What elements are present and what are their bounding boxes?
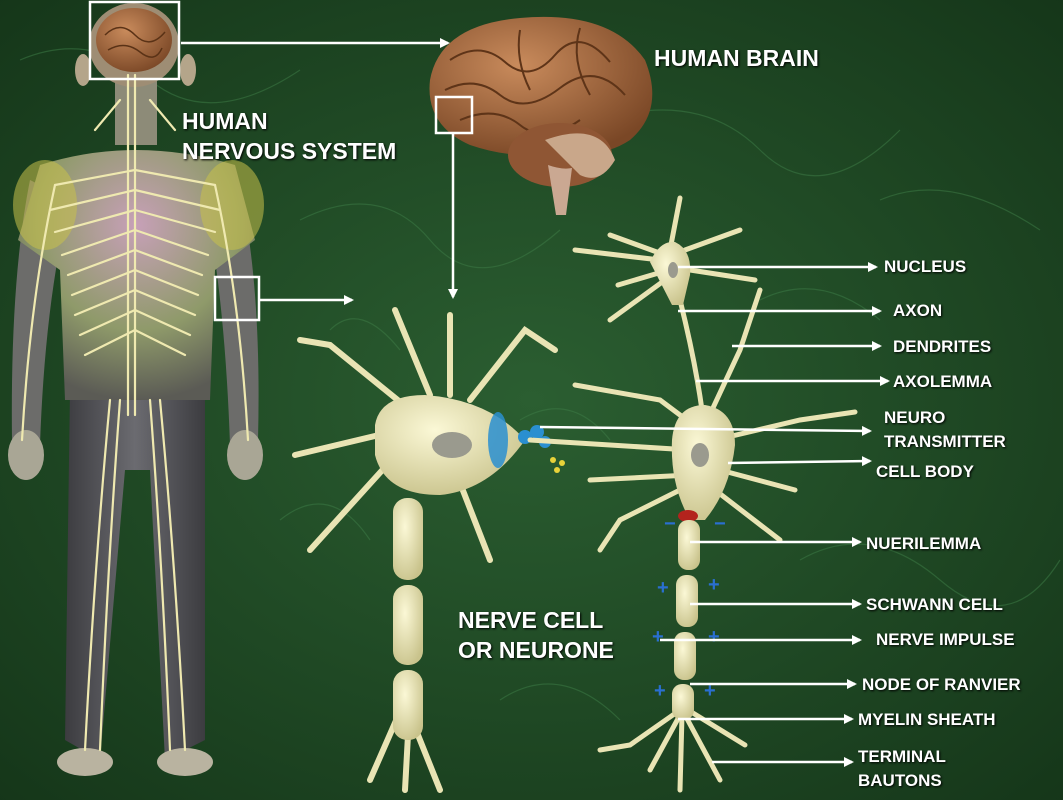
- label-terminal-line2: BAUTONS: [858, 771, 942, 790]
- svg-text:+: +: [708, 626, 720, 648]
- nerve-cell-title-line1: NERVE CELL: [458, 607, 604, 633]
- svg-text:+: +: [654, 680, 666, 702]
- svg-text:+: +: [704, 680, 716, 702]
- label-axon: AXON: [893, 301, 943, 320]
- svg-text:+: +: [652, 626, 664, 648]
- svg-text:+: +: [708, 574, 720, 596]
- label-terminal-bautons: TERMINAL BAUTONS: [858, 745, 946, 793]
- label-node-of-ranvier: NODE OF RANVIER: [862, 675, 1021, 694]
- nervous-system-title-line1: HUMAN: [182, 108, 268, 134]
- label-myelin-sheath: MYELIN SHEATH: [858, 710, 996, 729]
- nerve-cell-right: − − + + + + + +: [527, 195, 858, 793]
- label-pointers: [539, 262, 890, 767]
- label-terminal-line1: TERMINAL: [858, 747, 946, 766]
- label-nuerilemma: NUERILEMMA: [866, 534, 982, 553]
- label-nerve-impulse: NERVE IMPULSE: [876, 630, 1015, 649]
- label-axolemma: AXOLEMMA: [893, 372, 993, 391]
- nerve-cell-title-line2: OR NEURONE: [458, 637, 614, 663]
- nerve-cell-left: [292, 307, 565, 793]
- svg-text:−: −: [714, 513, 726, 535]
- human-nervous-system-title: HUMAN NERVOUS SYSTEM: [182, 106, 396, 166]
- label-neurotransmitter-line2: TRANSMITTER: [884, 432, 1006, 451]
- label-schwann-cell: SCHWANN CELL: [866, 595, 1003, 614]
- svg-text:+: +: [657, 577, 669, 599]
- svg-text:−: −: [664, 513, 676, 535]
- human-brain-figure: [429, 16, 653, 215]
- human-body-figure: [8, 0, 264, 776]
- human-brain-title: HUMAN BRAIN: [654, 45, 819, 71]
- label-nucleus: NUCLEUS: [884, 257, 967, 276]
- nerve-cell-title: NERVE CELL OR NEURONE: [458, 605, 614, 665]
- label-dendrites: DENDRITES: [893, 337, 992, 356]
- nervous-system-title-line2: NERVOUS SYSTEM: [182, 138, 397, 164]
- label-cell-body: CELL BODY: [876, 462, 974, 481]
- label-neurotransmitter-line1: NEURO: [884, 408, 946, 427]
- label-neurotransmitter: NEURO TRANSMITTER: [884, 406, 1006, 454]
